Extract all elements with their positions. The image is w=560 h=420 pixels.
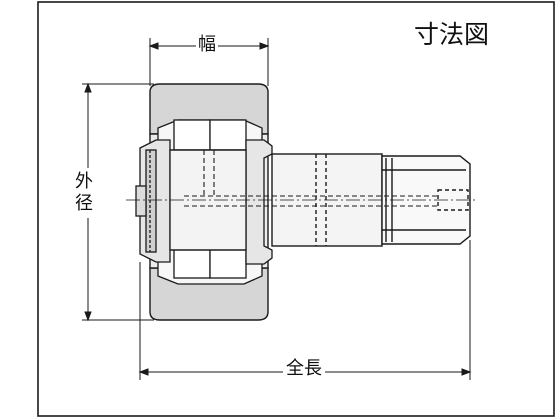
side-plate-right <box>245 139 273 265</box>
drawing-title: 寸法図 <box>414 20 490 49</box>
width-label: 幅 <box>196 34 218 55</box>
rollers-top <box>173 119 247 151</box>
overall-length-label: 全長 <box>283 360 325 378</box>
rollers-bottom <box>173 247 247 279</box>
outer-diameter-label: 外径 <box>69 168 93 218</box>
side-plate-left <box>135 139 171 263</box>
oil-passage <box>184 150 438 207</box>
